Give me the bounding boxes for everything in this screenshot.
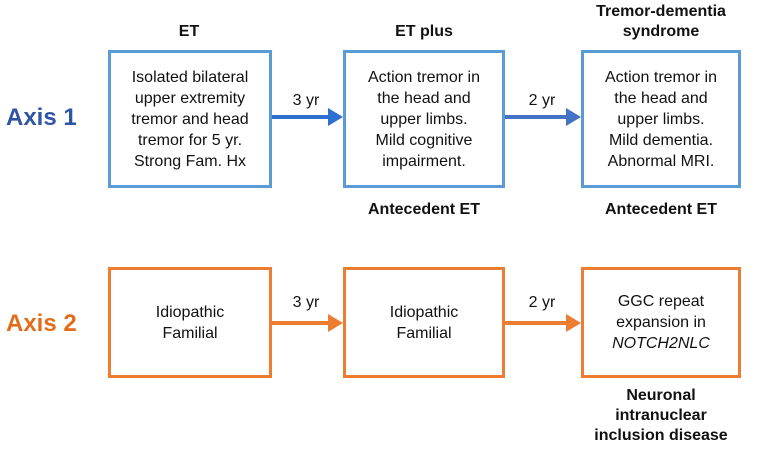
heading-tremor-dementia: Tremor-dementia syndrome xyxy=(596,3,726,40)
axis1-box-tremor-dementia-text: Action tremor in the head and upper limb… xyxy=(604,68,718,170)
axis1-box-et-text: Isolated bilateral upper extremity tremo… xyxy=(131,68,249,170)
axis2-box-2-text: Idiopathic Familial xyxy=(389,303,459,342)
heading-et-plus: ET plus xyxy=(395,23,453,40)
footer-antecedent-et-1: Antecedent ET xyxy=(367,201,480,218)
axis1-box-tremor-dementia: Action tremor in the head and upper limb… xyxy=(581,50,741,188)
axis1-box-et-plus-text: Action tremor in the head and upper limb… xyxy=(367,68,481,170)
axis2-arrow-2-label: 2 yr xyxy=(528,294,556,311)
axis1-box-et-plus: Action tremor in the head and upper limb… xyxy=(343,50,505,188)
axis2-box-3-content: GGC repeat expansion in NOTCH2NLC xyxy=(612,291,710,354)
axis2-box-1-text: Idiopathic Familial xyxy=(155,303,225,342)
axis1-arrow-2 xyxy=(505,108,581,126)
footer-niid: Neuronal intranuclear inclusion disease xyxy=(594,387,728,444)
axis1-label: Axis 1 xyxy=(6,104,77,131)
axis2-arrow-2 xyxy=(505,314,581,332)
axis2-label: Axis 2 xyxy=(6,310,77,337)
axis2-box-3-text: GGC repeat expansion in xyxy=(616,293,706,331)
heading-et: ET xyxy=(178,23,200,40)
axis2-box-3: GGC repeat expansion in NOTCH2NLC xyxy=(581,267,741,378)
footer-antecedent-et-2: Antecedent ET xyxy=(604,201,717,218)
axis2-arrow-1-label: 3 yr xyxy=(292,294,320,311)
axis1-arrow-1 xyxy=(272,108,343,126)
axis1-box-et: Isolated bilateral upper extremity tremo… xyxy=(108,50,272,188)
axis2-arrow-1 xyxy=(272,314,343,332)
axis2-box-2: Idiopathic Familial xyxy=(343,267,505,378)
axis2-box-3-gene: NOTCH2NLC xyxy=(612,335,710,352)
axis2-box-1: Idiopathic Familial xyxy=(108,267,272,378)
axis1-arrow-1-label: 3 yr xyxy=(292,92,320,109)
axis1-arrow-2-label: 2 yr xyxy=(528,92,556,109)
